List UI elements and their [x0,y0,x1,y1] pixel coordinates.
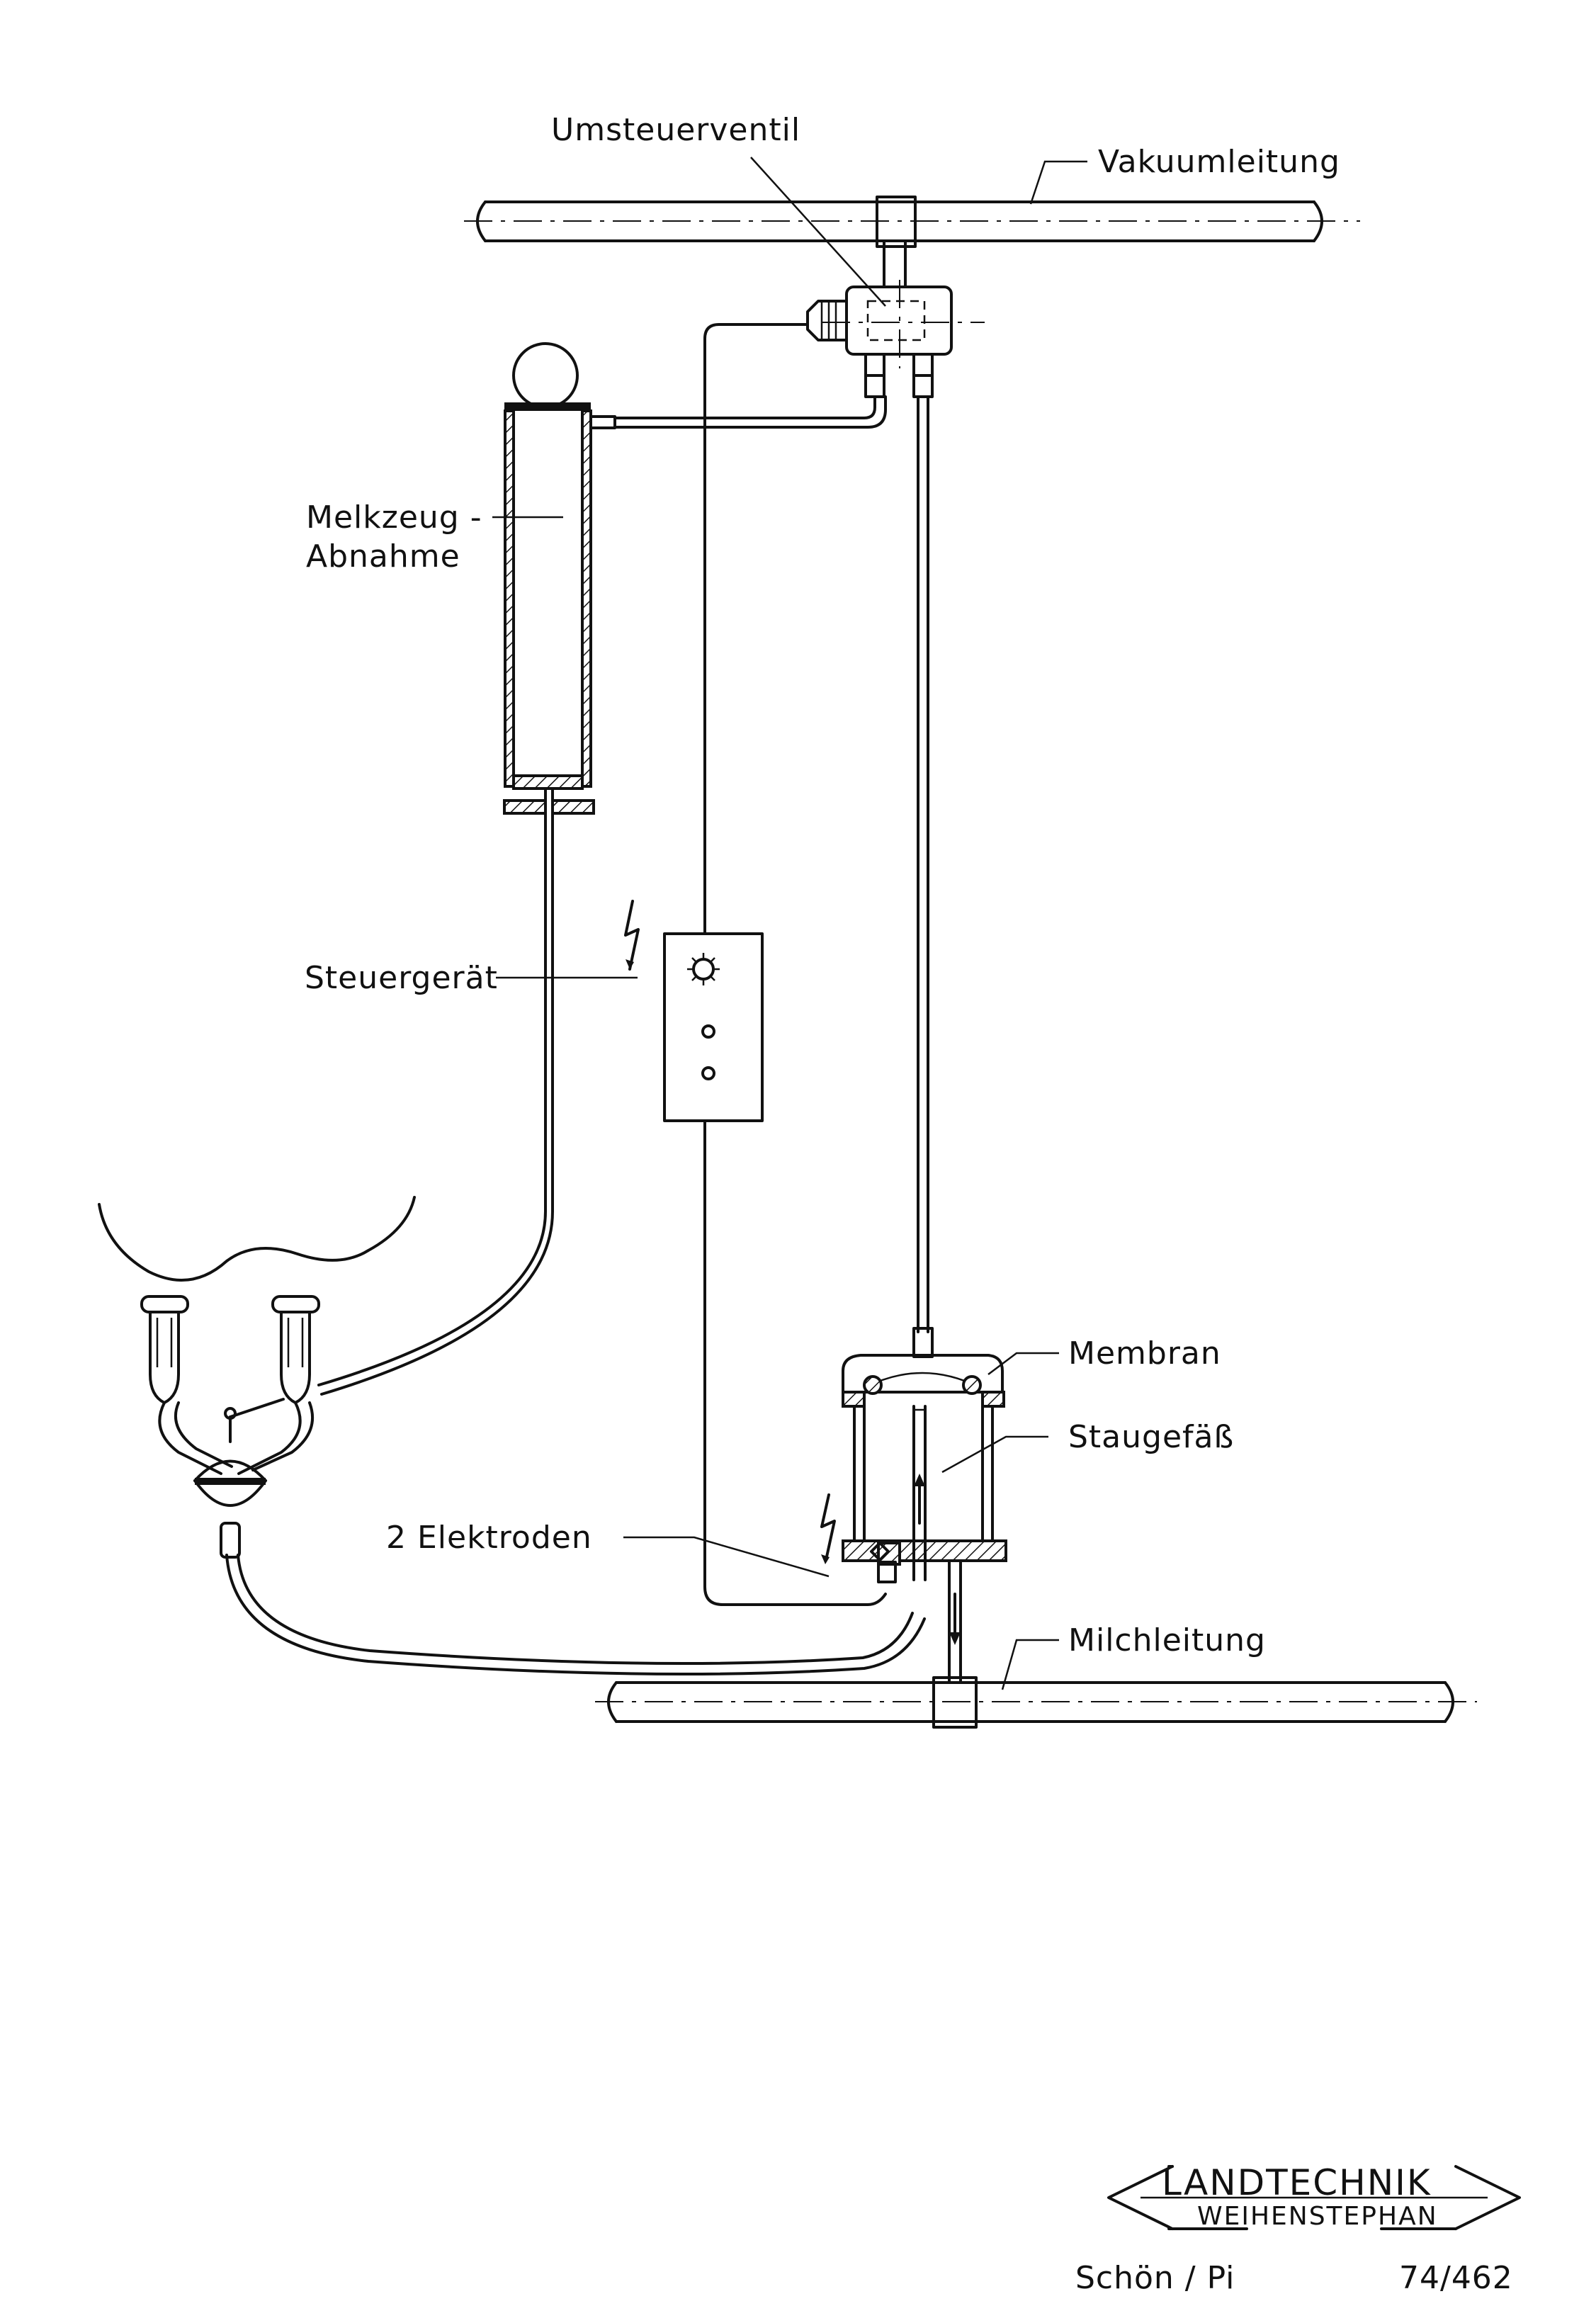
milk-pipe [595,1676,1477,1729]
stamp-line2: WEIHENSTEPHAN [1197,2202,1438,2231]
stamp-author: Schön / Pi [1075,2260,1235,2296]
stamp-line1: LANDTECHNIK [1162,2162,1432,2203]
label-melkzeug-line1: Melkzeug - [306,499,482,536]
label-elektroden: 2 Elektroden [386,1520,592,1556]
gear-icon [687,953,720,985]
hoses [225,323,929,1675]
label-vakuumleitung: Vakuumleitung [1098,144,1340,180]
control-unit [624,900,764,1122]
leader-lines [492,157,1087,1690]
label-milchleitung: Milchleitung [1068,1622,1266,1658]
electrodes [870,1542,901,1583]
udder-and-milking-cluster [98,1196,416,1559]
electric-symbol [820,1493,836,1561]
label-membran: Membran [1068,1335,1221,1372]
electric-symbol [624,900,640,971]
stamp-number: 74/462 [1399,2260,1513,2296]
detacher-cylinder [503,342,616,815]
indicator-light [701,1024,715,1039]
labels: Umsteuerventil Vakuumleitung Melkzeug - … [305,112,1340,1658]
reversing-valve [806,239,985,398]
label-melkzeug-line2: Abnahme [306,538,460,575]
landtechnik-stamp: LANDTECHNIK WEIHENSTEPHAN Schön / Pi 74/… [1075,2162,1521,2296]
label-umsteuerventil: Umsteuerventil [551,112,800,148]
stau-vessel [820,1327,1007,1684]
indicator-light [701,1066,715,1080]
label-steuergeraet: Steuergerät [305,960,498,996]
label-staugefaess: Staugefäß [1068,1419,1234,1455]
vacuum-pipe [464,196,1360,248]
